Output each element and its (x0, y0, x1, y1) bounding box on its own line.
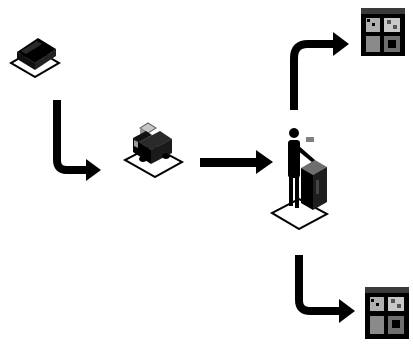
arrow-package-to-truck (53, 100, 101, 181)
arrow-truck-to-worker (200, 150, 273, 174)
arrow-worker-to-bottom-store (295, 255, 355, 323)
storefront-icon (361, 8, 405, 56)
package-icon (9, 38, 61, 79)
worker-at-counter-icon (269, 128, 330, 231)
truck-icon (122, 122, 185, 179)
storefront-icon (365, 287, 409, 339)
arrow-worker-to-top-store (290, 32, 349, 110)
